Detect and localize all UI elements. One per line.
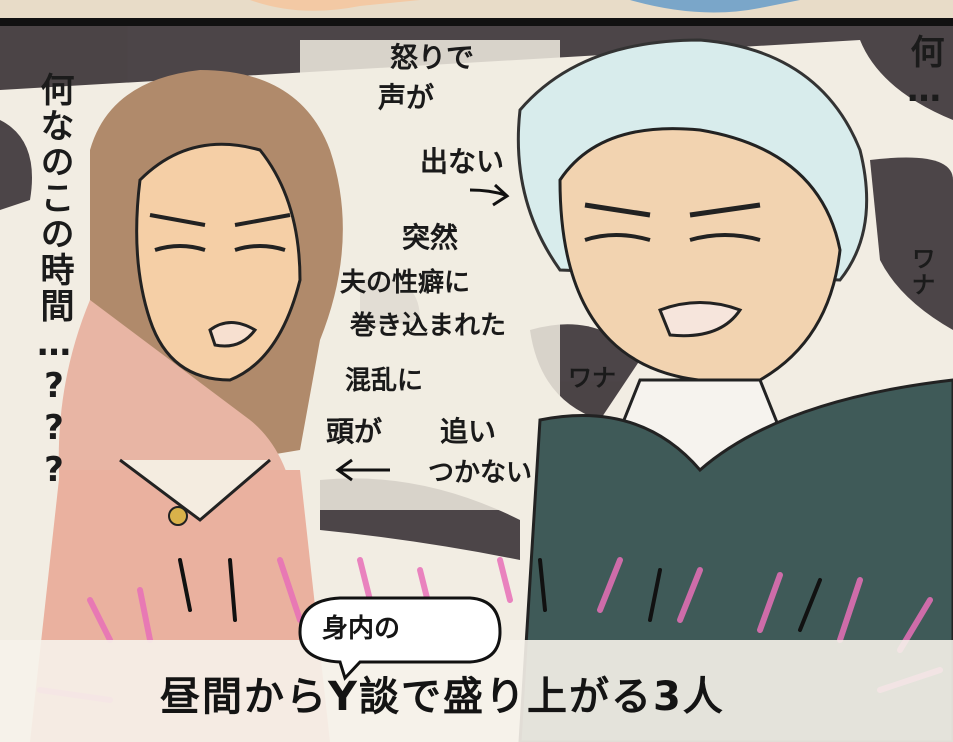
left-thought-text: 何なのこの時間…???	[34, 72, 74, 492]
narration-line: 頭が	[326, 415, 383, 448]
narration-line: 夫の性癖に	[340, 268, 471, 298]
arrow-left	[335, 458, 390, 482]
sfx-wana-center: ワナ	[568, 364, 616, 392]
narration-line: 出ない	[420, 145, 505, 178]
bubble-text: 身内の	[322, 614, 401, 644]
narration-line: 怒りで	[390, 41, 475, 74]
caption: 昼間からY談で盛り上がる3人	[160, 674, 725, 720]
narration-line: 混乱に	[345, 366, 424, 396]
speech-bubble	[298, 596, 502, 681]
narration-line: 突然	[402, 221, 459, 254]
top-strip	[0, 0, 953, 20]
sfx-wana-right: ワナ	[907, 246, 935, 298]
narration-line: 追い	[440, 415, 497, 448]
arrow-right	[469, 183, 510, 207]
narration-line: 巻き込まれた	[350, 311, 507, 341]
panel-border	[0, 18, 953, 26]
narration-line: 声が	[378, 81, 435, 114]
narration-line: つかない	[428, 458, 533, 488]
right-thought-text: 何…	[904, 34, 944, 112]
